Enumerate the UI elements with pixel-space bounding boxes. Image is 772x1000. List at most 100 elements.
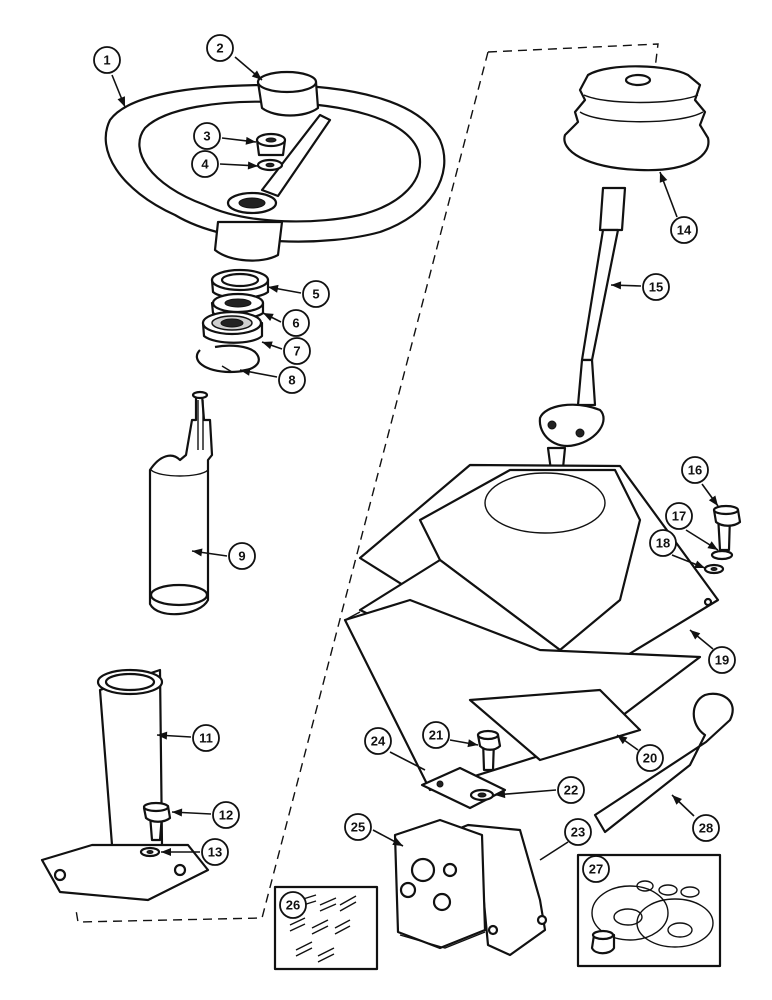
arrowhead [240, 367, 251, 376]
callout-number: 28 [699, 821, 713, 836]
callout-number: 13 [208, 845, 222, 860]
callout-5: 5 [267, 280, 330, 308]
callout-circle [279, 891, 307, 919]
arrowhead [192, 548, 203, 557]
callout-number: 3 [203, 129, 210, 144]
callout-circle [649, 529, 677, 557]
arrowhead [263, 313, 274, 322]
callout-circle [228, 542, 256, 570]
rubber-boot [563, 65, 710, 172]
arrowhead [161, 848, 171, 856]
callout-number: 15 [649, 280, 663, 295]
ball-bearing [201, 310, 264, 344]
callout-circle [582, 855, 610, 883]
callout-circle [282, 309, 310, 337]
callout-12: 12 [171, 801, 240, 829]
callout-circle [191, 150, 219, 178]
callout-7: 7 [261, 337, 311, 365]
callout-6: 6 [262, 309, 310, 337]
arrowhead [495, 790, 506, 799]
callout-number: 18 [656, 536, 670, 551]
callout-number: 26 [286, 898, 300, 913]
arrowhead [117, 96, 125, 107]
arrowhead [251, 70, 262, 80]
arrowhead [659, 172, 668, 183]
callout-number: 4 [201, 157, 209, 172]
snap-ring [195, 344, 260, 374]
callout-number: 21 [429, 728, 443, 743]
leader-line [539, 841, 569, 861]
arrowhead [172, 808, 183, 817]
callout-number: 17 [672, 509, 686, 524]
callout-circle [665, 502, 693, 530]
steering-valve [393, 818, 487, 950]
steering-shaft [148, 390, 214, 616]
bolt-small [142, 801, 172, 842]
callout-number: 2 [216, 41, 223, 56]
callout-11: 11 [156, 724, 220, 752]
callout-circle [201, 838, 229, 866]
callout-number: 5 [312, 287, 319, 302]
callout-19: 19 [689, 629, 736, 674]
lock-washer-17 [710, 549, 734, 561]
callout-number: 16 [688, 463, 702, 478]
arrowhead [694, 560, 705, 569]
arrowhead [617, 735, 628, 745]
washer-22 [469, 788, 495, 802]
arrowhead [467, 739, 478, 748]
callout-14: 14 [659, 171, 698, 244]
callout-25: 25 [344, 813, 404, 847]
callout-24: 24 [364, 727, 426, 771]
callout-number: 11 [199, 731, 213, 746]
callout-1: 1 [93, 46, 126, 108]
callout-circle [93, 46, 121, 74]
callout-circle [302, 280, 330, 308]
arrowhead [707, 541, 718, 550]
callout-circle [642, 273, 670, 301]
callout-circle [192, 724, 220, 752]
callout-2: 2 [206, 34, 263, 81]
leader-line [389, 751, 426, 771]
bolt-21 [476, 729, 502, 772]
callout-circle [692, 814, 720, 842]
callout-22: 22 [494, 776, 585, 804]
callout-circle [670, 216, 698, 244]
callout-number: 9 [238, 549, 245, 564]
callout-number: 6 [292, 316, 299, 331]
callout-13: 13 [161, 838, 229, 866]
bolt-16 [712, 504, 742, 552]
callout-number: 20 [643, 751, 657, 766]
arrowhead [245, 136, 256, 145]
callout-circle [708, 646, 736, 674]
callout-circle [557, 776, 585, 804]
callout-3: 3 [193, 122, 257, 150]
callout-number: 8 [288, 373, 295, 388]
washer-18 [703, 563, 725, 575]
callout-circle [212, 801, 240, 829]
callout-circle [193, 122, 221, 150]
callouts: 1234567891112131415161718192021222324252… [93, 34, 736, 919]
arrowhead [262, 341, 273, 350]
horn-cap [256, 70, 320, 117]
callout-15: 15 [610, 273, 670, 301]
arrowhead [392, 837, 403, 846]
callout-circle [636, 744, 664, 772]
kit-box-27 [576, 853, 722, 968]
callout-9: 9 [191, 542, 256, 570]
callout-number: 19 [715, 653, 729, 668]
callout-circle [364, 727, 392, 755]
arrowhead [247, 161, 258, 170]
callout-number: 12 [219, 808, 233, 823]
callout-number: 23 [571, 825, 585, 840]
callout-21: 21 [422, 721, 479, 749]
washer-13 [139, 846, 161, 858]
callout-circle [206, 34, 234, 62]
arrowhead [611, 281, 622, 290]
callout-20: 20 [616, 734, 664, 772]
callout-18: 18 [649, 529, 706, 569]
callout-number: 14 [677, 223, 692, 238]
callout-16: 16 [681, 456, 719, 507]
callout-number: 22 [564, 783, 578, 798]
arrowhead [690, 630, 701, 640]
